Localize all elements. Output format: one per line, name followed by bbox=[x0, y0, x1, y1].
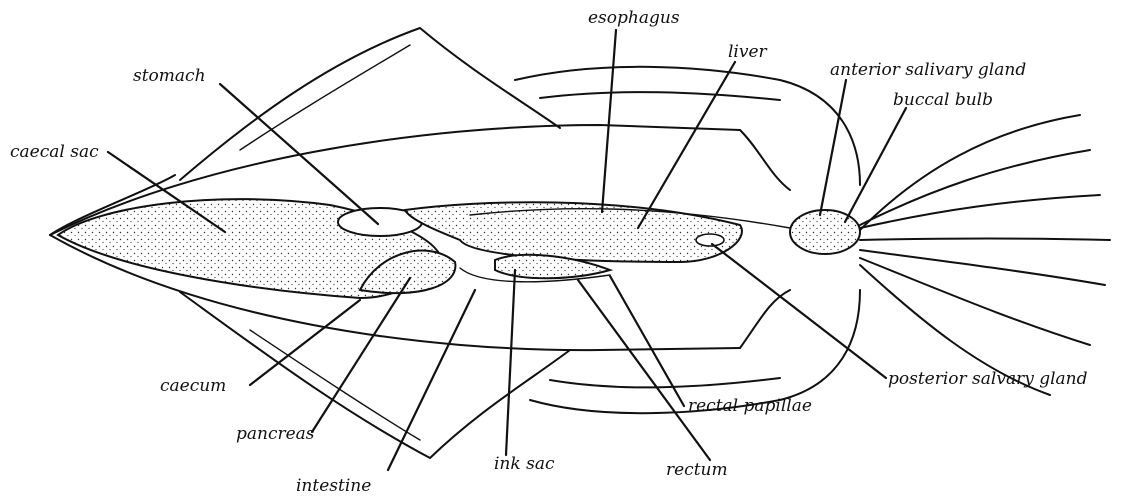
fin-top bbox=[180, 28, 560, 180]
label-anterior-salivary-gland: anterior salivary gland bbox=[830, 62, 1026, 79]
buccal-bulb-organ bbox=[790, 210, 860, 254]
liver-organ bbox=[405, 202, 742, 262]
label-liver: liver bbox=[728, 44, 767, 61]
label-rectum: rectum bbox=[666, 462, 728, 479]
label-ink-sac: ink sac bbox=[494, 456, 554, 473]
arms bbox=[860, 115, 1110, 395]
label-intestine: intestine bbox=[296, 478, 371, 495]
label-stomach: stomach bbox=[133, 68, 206, 85]
label-esophagus: esophagus bbox=[588, 10, 680, 27]
label-buccal-bulb: buccal bulb bbox=[893, 92, 993, 109]
label-rectal-papillae: rectal papillae bbox=[688, 398, 812, 415]
label-posterior-salivary-gland: posterior salvary gland bbox=[888, 371, 1088, 388]
label-caecal-sac: caecal sac bbox=[10, 144, 99, 161]
posterior-salivary-gland-organ bbox=[696, 234, 724, 246]
label-pancreas: pancreas bbox=[236, 426, 315, 443]
label-caecum: caecum bbox=[160, 378, 226, 395]
